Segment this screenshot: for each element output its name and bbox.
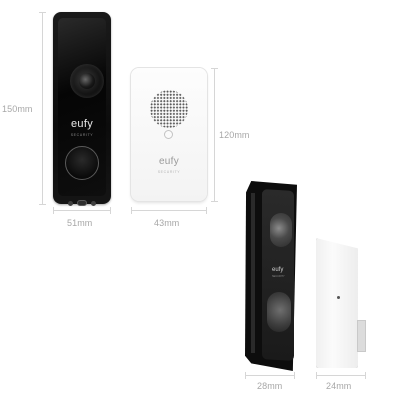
doorbell-height-tick-top xyxy=(39,12,46,13)
chime-width-tick-left xyxy=(131,207,132,214)
doorbell-glass-panel: eufy SECURITY xyxy=(58,18,106,206)
doorbell-press-button xyxy=(65,146,99,180)
chime-width-label: 43mm xyxy=(154,218,180,228)
doorbell-width-label: 51mm xyxy=(67,218,93,228)
sensor-dot-left xyxy=(68,200,73,206)
doorbell-width-tick-right xyxy=(110,207,111,214)
doorbell-height-tick-bottom xyxy=(39,204,46,205)
chime-led-indicator xyxy=(164,130,173,139)
chime-width-line xyxy=(131,210,207,211)
chime-height-line xyxy=(214,68,215,201)
doorbell-brand-subtitle: SECURITY xyxy=(70,133,94,137)
doorbell-side-brand-subtitle: SECURITY xyxy=(272,275,285,278)
doorbell-height-label: 150mm xyxy=(2,104,33,114)
chime-front-view: eufy SECURITY xyxy=(131,68,207,201)
chime-side-view xyxy=(316,238,358,368)
chime-width-tick-right xyxy=(206,207,207,214)
camera-lens xyxy=(79,73,95,89)
doorbell-side-button xyxy=(267,292,291,332)
sensor-pill xyxy=(77,200,87,206)
chime-plug xyxy=(357,320,366,352)
doorbell-front-view: eufy SECURITY xyxy=(53,12,111,206)
doorbell-side-camera-icon xyxy=(270,213,292,247)
chime-height-label: 120mm xyxy=(219,130,250,140)
chime-height-tick-top xyxy=(211,68,218,69)
doorbell-side-brand-logo: eufy xyxy=(272,267,284,273)
doorbell-height-line xyxy=(42,12,43,204)
chime-depth-label: 24mm xyxy=(326,381,352,391)
sensor-dot-right xyxy=(91,200,96,206)
chime-brand-subtitle: SECURITY xyxy=(157,170,181,174)
chime-height-tick-bottom xyxy=(211,201,218,202)
doorbell-width-tick-left xyxy=(53,207,54,214)
chime-depth-tick-right xyxy=(365,372,366,379)
doorbell-side-edge xyxy=(251,193,255,353)
chime-depth-tick-left xyxy=(316,372,317,379)
doorbell-depth-label: 28mm xyxy=(257,381,283,391)
camera-icon xyxy=(70,64,104,98)
doorbell-depth-tick-right xyxy=(294,372,295,379)
chime-brand-logo: eufy xyxy=(158,156,180,167)
chime-side-led xyxy=(337,296,340,299)
chime-depth-line xyxy=(316,375,366,376)
doorbell-brand-logo: eufy xyxy=(71,118,93,130)
doorbell-sensor-row xyxy=(68,200,96,206)
doorbell-width-line xyxy=(53,210,111,211)
doorbell-depth-line xyxy=(245,375,295,376)
speaker-icon xyxy=(150,90,188,128)
doorbell-depth-tick-left xyxy=(245,372,246,379)
